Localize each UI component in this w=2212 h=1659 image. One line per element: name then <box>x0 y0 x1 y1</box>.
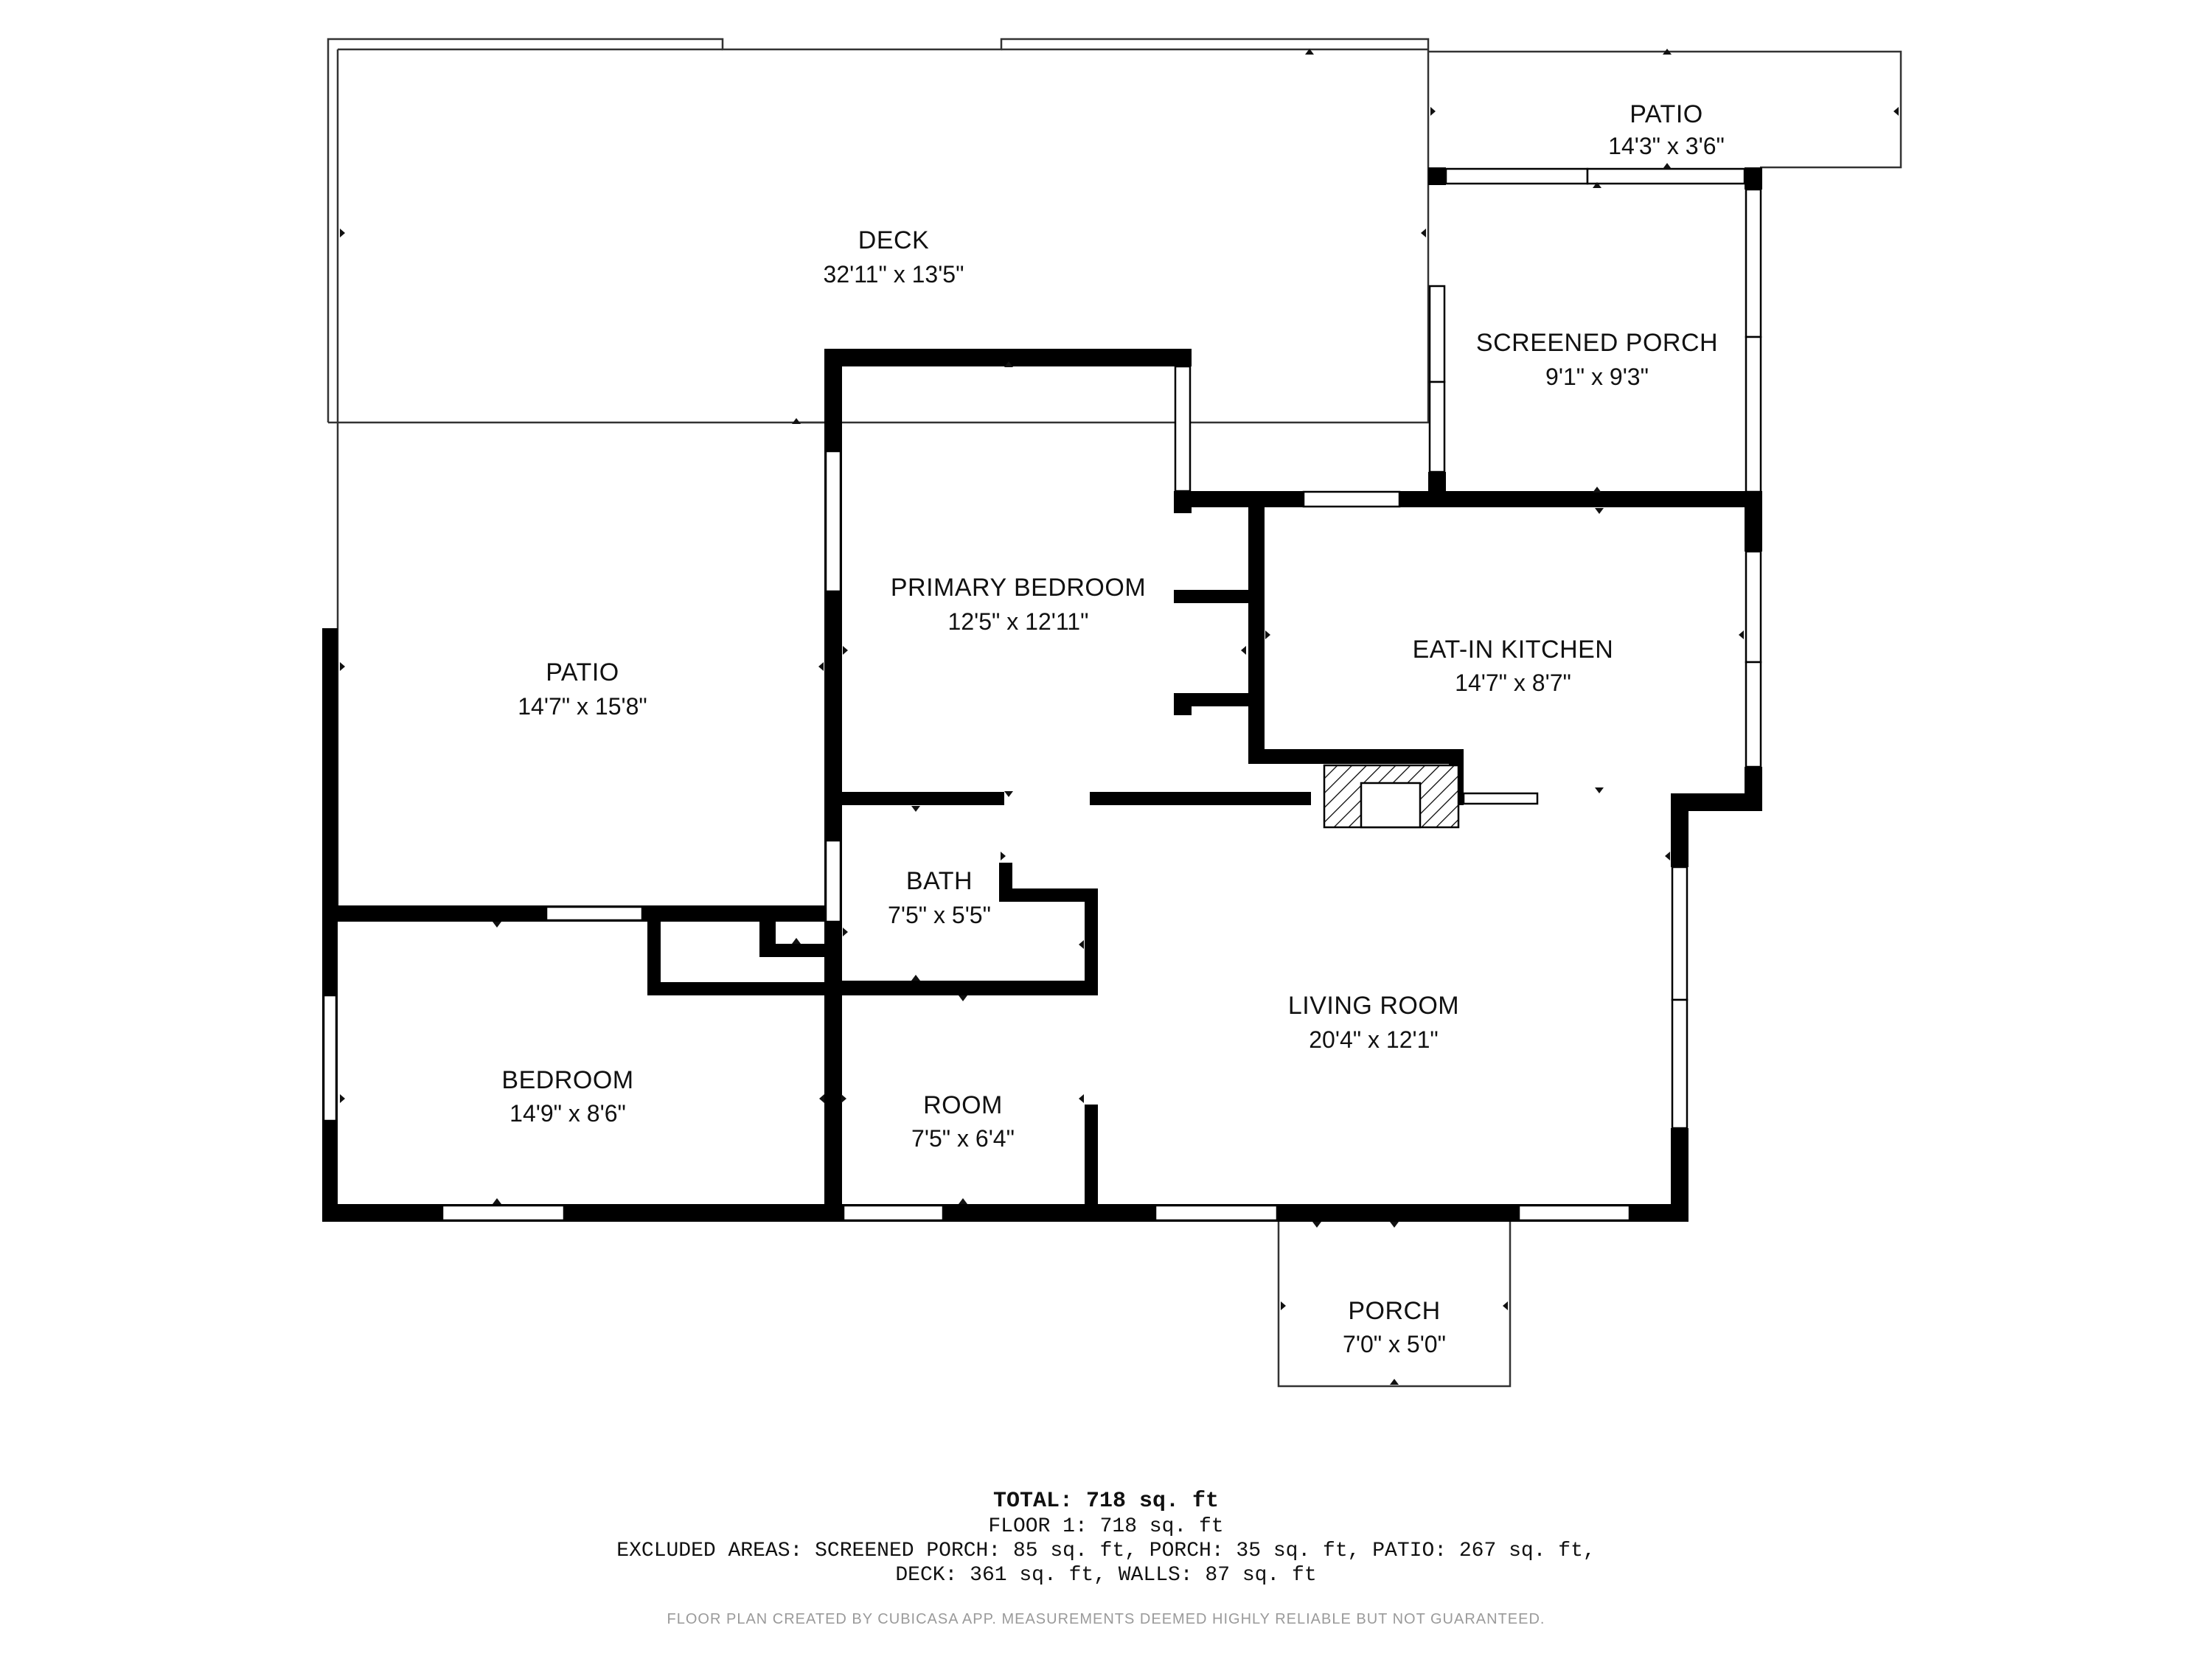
patio-top-name: PATIO <box>1630 100 1703 128</box>
room-dims: 7'5" x 6'4" <box>911 1125 1015 1152</box>
excluded-areas-line-1: EXCLUDED AREAS: SCREENED PORCH: 85 sq. f… <box>616 1540 1596 1562</box>
porch-dims: 7'0" x 5'0" <box>1343 1331 1446 1357</box>
bath-dims: 7'5" x 5'5" <box>888 902 991 928</box>
room-labels: DECK 32'11" x 13'5" PATIO 14'3" x 3'6" S… <box>501 100 1724 1357</box>
patio-top-dims: 14'3" x 3'6" <box>1608 133 1725 159</box>
dimension-markers <box>340 49 1899 1385</box>
excluded-areas-line-2: DECK: 361 sq. ft, WALLS: 87 sq. ft <box>895 1564 1317 1587</box>
patio-top-outline <box>1428 50 1902 169</box>
patio-left-dims: 14'7" x 15'8" <box>518 693 647 720</box>
eat-in-kitchen-dims: 14'7" x 8'7" <box>1455 669 1571 696</box>
screened-porch-dims: 9'1" x 9'3" <box>1545 364 1649 390</box>
total-area: TOTAL: 718 sq. ft <box>992 1489 1220 1514</box>
deck-outline <box>327 38 1430 424</box>
primary-bedroom-dims: 12'5" x 12'11" <box>948 608 1089 635</box>
living-room-name: LIVING ROOM <box>1288 992 1459 1020</box>
deck-dims: 32'11" x 13'5" <box>824 261 964 288</box>
disclaimer-footer: FLOOR PLAN CREATED BY CUBICASA APP. MEAS… <box>667 1611 1545 1627</box>
primary-bedroom-name: PRIMARY BEDROOM <box>891 574 1146 602</box>
deck-name: DECK <box>858 226 929 254</box>
living-room-dims: 20'4" x 12'1" <box>1309 1026 1439 1053</box>
fireplace-icon <box>1323 764 1460 829</box>
floor-area: FLOOR 1: 718 sq. ft <box>988 1515 1224 1538</box>
bedroom-dims: 14'9" x 8'6" <box>509 1100 626 1127</box>
windows <box>322 167 1762 1222</box>
area-summary: TOTAL: 718 sq. ft FLOOR 1: 718 sq. ft EX… <box>0 1488 2212 1587</box>
porch-name: PORCH <box>1348 1297 1440 1325</box>
eat-in-kitchen-name: EAT-IN KITCHEN <box>1413 636 1614 664</box>
porch-outline <box>1277 1217 1512 1388</box>
patio-left-name: PATIO <box>546 658 619 686</box>
screened-porch-name: SCREENED PORCH <box>1476 329 1718 357</box>
room-name: ROOM <box>923 1091 1003 1119</box>
bath-name: BATH <box>906 867 973 895</box>
bedroom-name: BEDROOM <box>501 1066 633 1094</box>
